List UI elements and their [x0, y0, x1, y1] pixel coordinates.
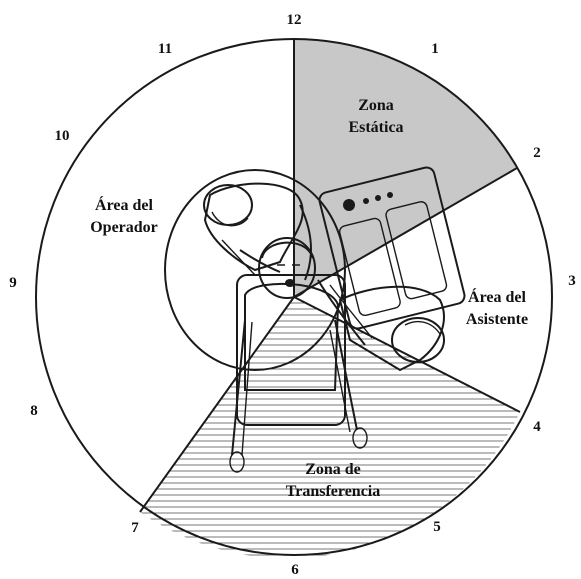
- clock-number-5: 5: [433, 519, 441, 535]
- zone-labels: Zona Estática Área del Operador Área del…: [90, 97, 528, 500]
- static-zone-label-line1: Zona: [358, 97, 394, 114]
- operator-figure: [203, 182, 312, 281]
- assistant-area-label-line2: Asistente: [466, 311, 528, 328]
- clock-number-9: 9: [9, 275, 17, 291]
- clock-number-10: 10: [55, 128, 70, 144]
- clock-number-6: 6: [291, 562, 299, 578]
- clock-number-7: 7: [131, 520, 139, 536]
- patient-figure: [229, 237, 368, 473]
- clock-number-11: 11: [158, 41, 172, 57]
- transfer-zone-label-line1: Zona de: [305, 461, 361, 478]
- assistant-area-label-line1: Área del: [468, 287, 526, 306]
- transfer-zone-sector: [140, 297, 520, 559]
- clock-number-8: 8: [30, 403, 38, 419]
- clock-number-1: 1: [431, 41, 439, 57]
- clock-number-12: 12: [287, 12, 302, 28]
- operator-stool: [164, 169, 346, 371]
- clock-number-3: 3: [568, 273, 576, 289]
- static-zone-label-line2: Estática: [348, 119, 403, 136]
- clock-numbers: 12 1 2 3 4 5 6 7 8 9 10 11: [9, 12, 576, 578]
- clock-number-2: 2: [533, 145, 541, 161]
- dental-chair-back: [236, 274, 346, 426]
- clock-number-4: 4: [533, 419, 541, 435]
- static-zone-sector: [294, 39, 517, 297]
- dental-scene-illustration: [164, 166, 466, 473]
- assistant-figure: [317, 279, 445, 372]
- operator-area-label-line2: Operador: [90, 219, 158, 236]
- dental-unit-equipment: [318, 166, 466, 330]
- operator-area-label-line1: Área del: [95, 195, 153, 214]
- transfer-zone-label-line2: Transferencia: [286, 483, 381, 500]
